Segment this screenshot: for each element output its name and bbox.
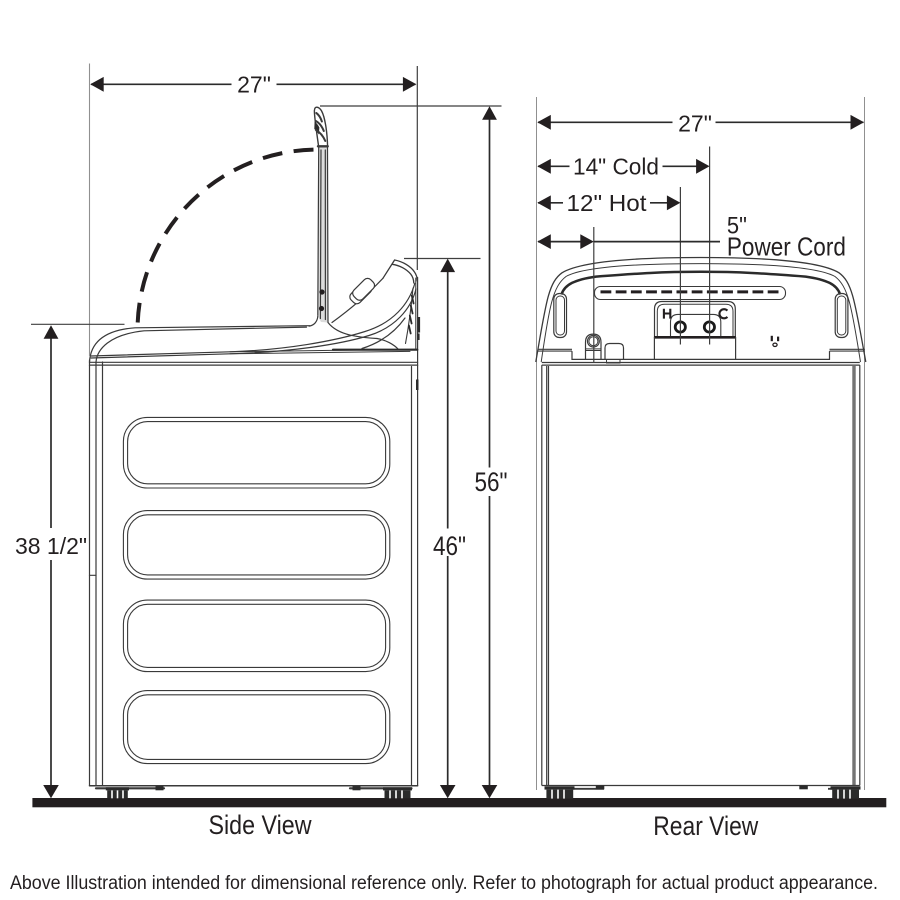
svg-text:12" Hot: 12" Hot: [567, 190, 648, 216]
svg-text:Above Illustration intended fo: Above Illustration intended for dimensio…: [10, 873, 878, 894]
svg-text:27": 27": [237, 71, 271, 97]
svg-text:46": 46": [433, 531, 466, 561]
svg-text:56": 56": [475, 467, 508, 497]
svg-text:Power Cord: Power Cord: [727, 232, 846, 262]
svg-text:Rear View: Rear View: [653, 811, 758, 841]
svg-text:27": 27": [678, 111, 712, 137]
svg-text:38 1/2": 38 1/2": [15, 533, 87, 559]
svg-text:14" Cold: 14" Cold: [573, 153, 659, 179]
svg-text:Side View: Side View: [209, 810, 312, 840]
svg-text:5": 5": [727, 212, 747, 239]
